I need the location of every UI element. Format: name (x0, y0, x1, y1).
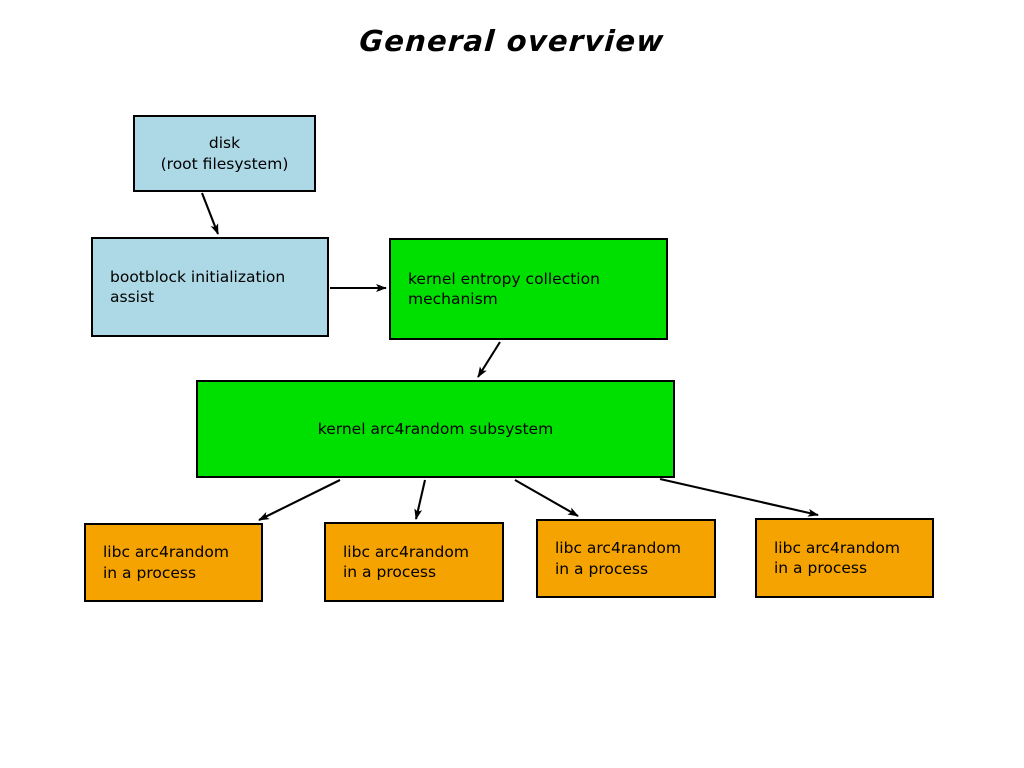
node-libc-arc4random-process-2[interactable]: libc arc4random in a process (324, 522, 504, 602)
edge-subsystem-to-libc3 (514, 479, 579, 517)
page-title: General overview (358, 24, 666, 58)
node-kernel-arc4random-subsystem[interactable]: kernel arc4random subsystem (196, 380, 675, 478)
edge-disk-to-bootblock (201, 192, 219, 235)
node-bootblock-initialization-assist[interactable]: bootblock initialization assist (91, 237, 329, 337)
edge-subsystem-to-libc4 (659, 477, 819, 517)
node-disk[interactable]: disk (root filesystem) (133, 115, 316, 192)
node-libc-arc4random-process-4[interactable]: libc arc4random in a process (755, 518, 934, 598)
node-kernel-entropy-collection-mechanism[interactable]: kernel entropy collection mechanism (389, 238, 668, 340)
edge-subsystem-to-libc1 (258, 479, 341, 521)
node-libc-arc4random-process-1[interactable]: libc arc4random in a process (84, 523, 263, 602)
node-libc-arc4random-process-3[interactable]: libc arc4random in a process (536, 519, 716, 598)
edge-subsystem-to-libc2 (414, 479, 427, 520)
edge-entropy-to-subsystem (477, 341, 501, 378)
